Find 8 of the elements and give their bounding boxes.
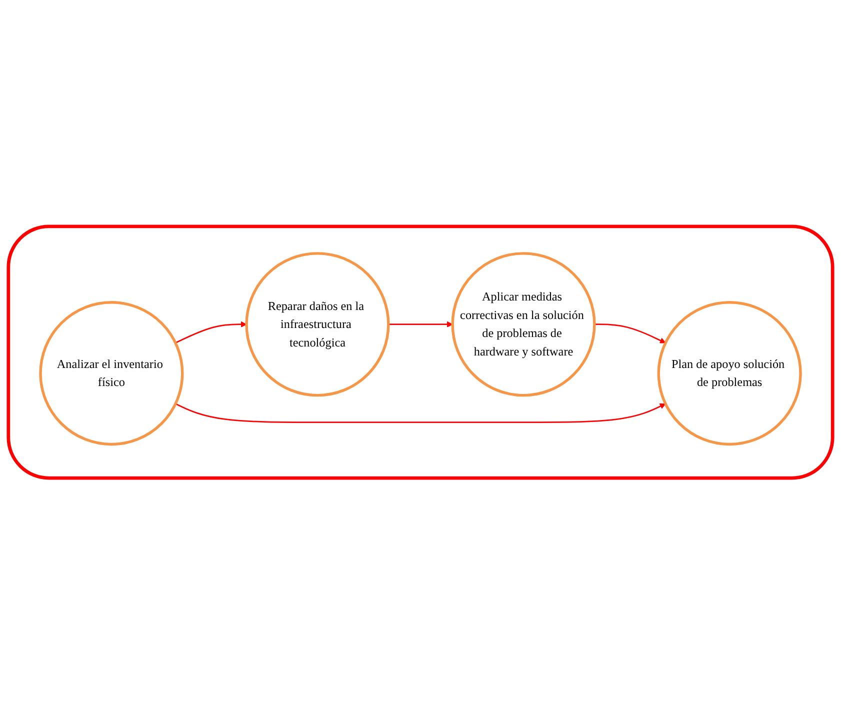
node-circle — [657, 301, 802, 446]
arrow — [388, 322, 453, 328]
arrow — [594, 324, 666, 344]
arrow — [175, 322, 247, 344]
node-circle — [245, 252, 390, 397]
node-circle — [451, 252, 596, 397]
arrow — [175, 403, 666, 424]
node-circle — [39, 301, 184, 446]
